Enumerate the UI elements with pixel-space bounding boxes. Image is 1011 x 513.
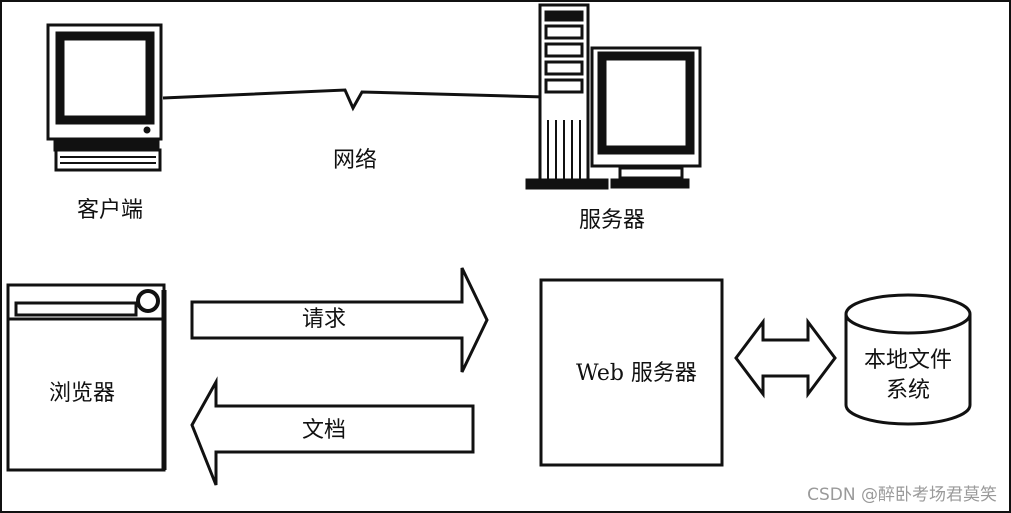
watermark: CSDN @醉卧考场君莫笑 bbox=[807, 485, 997, 505]
local-file-system-cylinder bbox=[844, 293, 972, 426]
request-label: 请求 bbox=[302, 307, 347, 332]
server-label: 服务器 bbox=[579, 208, 646, 233]
local-fs-label-line2: 系统 bbox=[885, 378, 930, 403]
web-server-label: Web 服务器 bbox=[576, 361, 697, 386]
browser-label: 浏览器 bbox=[49, 381, 116, 406]
network-line bbox=[162, 88, 546, 112]
browser-window-icon bbox=[6, 283, 167, 472]
server-computer-icon bbox=[525, 3, 702, 190]
request-arrow bbox=[190, 267, 489, 373]
local-fs-label-line1: 本地文件 bbox=[863, 348, 952, 373]
web-server-box bbox=[539, 278, 724, 467]
document-label: 文档 bbox=[302, 418, 347, 443]
double-arrow bbox=[734, 317, 837, 399]
network-label: 网络 bbox=[333, 148, 378, 173]
document-arrow bbox=[190, 376, 475, 486]
client-label: 客户端 bbox=[77, 198, 144, 223]
client-computer-icon bbox=[46, 23, 163, 172]
